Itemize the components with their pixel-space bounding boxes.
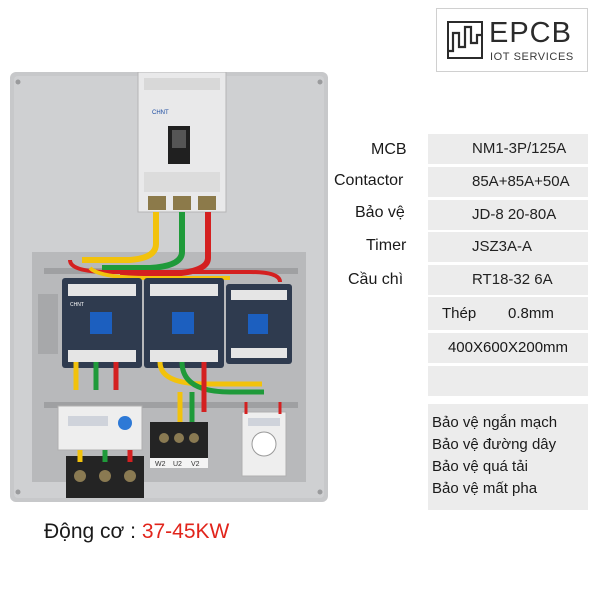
spec-label-timer: Timer — [366, 237, 407, 254]
spec-label-fuse: Cầu chì — [348, 271, 404, 288]
breaker-brand: CHNT — [152, 110, 169, 116]
spec-value-fuse: RT18-32 6A — [428, 265, 588, 295]
spec-row-steel: Thép 0.8mm — [428, 297, 588, 330]
contactor-3 — [226, 284, 292, 364]
feature-item: Bảo vệ đường dây — [432, 436, 557, 453]
contactor-2 — [144, 278, 224, 368]
spec-value-mcb: NM1-3P/125A — [428, 134, 588, 164]
terminal-label-u2: U2 — [173, 461, 182, 468]
feature-item: Bảo vệ quá tải — [432, 458, 528, 475]
contactor-brand: CHNT — [70, 302, 84, 308]
circuit-logo-icon — [447, 21, 483, 59]
spec-value-timer: JSZ3A-A — [428, 232, 588, 262]
thermal-relay — [57, 405, 143, 451]
spec-label-mcb: MCB — [371, 141, 407, 158]
motor-rating: Động cơ : 37-45KW — [44, 520, 229, 544]
control-cabinet-photo: CHNT CHNT — [10, 72, 328, 502]
mcb-breaker: CHNT — [137, 72, 227, 213]
spec-value-contactor: 85A+85A+50A — [428, 167, 588, 197]
motor-value: 37-45KW — [141, 520, 230, 543]
contactor-1: CHNT — [62, 278, 142, 368]
spec-value-dimensions: 400X600X200mm — [428, 333, 588, 363]
brand-logo: EPCB IOT SERVICES — [436, 8, 588, 72]
feature-item: Bảo vệ ngắn mạch — [432, 414, 558, 431]
motor-label: Động cơ : — [44, 520, 142, 543]
feature-list: Bảo vệ ngắn mạch Bảo vệ đường dây Bảo vệ… — [428, 404, 588, 510]
terminal-label-v2: V2 — [191, 461, 200, 468]
feature-item: Bảo vệ mất pha — [432, 480, 538, 497]
spec-label-protection: Bảo vệ — [355, 204, 405, 221]
timer-module — [241, 411, 287, 477]
spec-value-steel: 0.8mm — [508, 305, 554, 322]
spec-value-protection: JD-8 20-80A — [428, 200, 588, 230]
spec-label-steel: Thép — [442, 305, 477, 322]
terminal-label-w2: W2 — [155, 461, 166, 468]
logo-name: EPCB — [489, 17, 572, 49]
spec-row-empty — [428, 366, 588, 396]
logo-subtitle: IOT SERVICES — [490, 51, 574, 63]
spec-label-contactor: Contactor — [334, 172, 404, 189]
